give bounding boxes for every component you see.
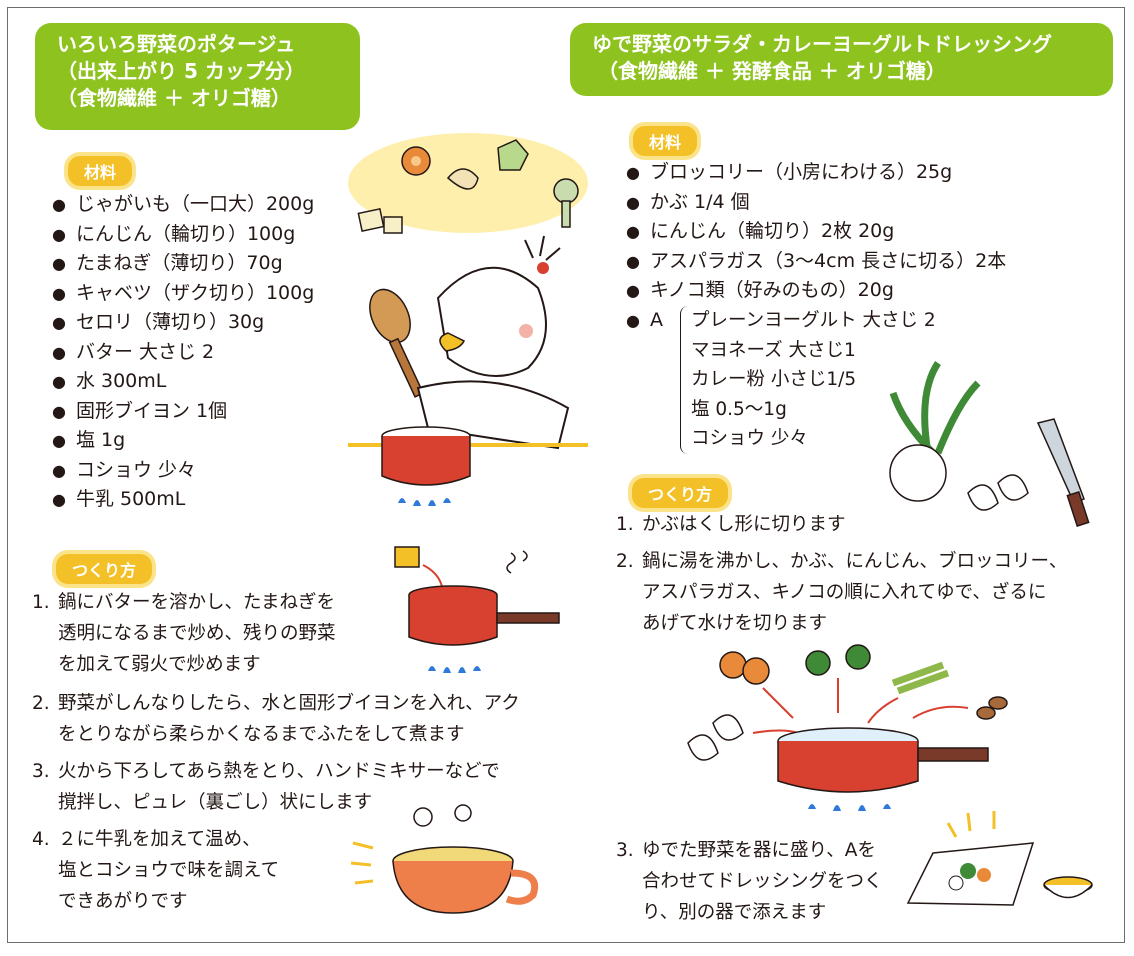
left-title-line: いろいろ野菜のポタージュ xyxy=(57,32,296,56)
soup-pot-illustration xyxy=(381,426,471,506)
ingredient-item: セロリ（薄切り）30g xyxy=(52,308,314,338)
a-label: A xyxy=(649,309,663,331)
step-text: かぶはくし形に切ります xyxy=(642,514,846,535)
step-item: 3. ゆでた野菜を器に盛り、Aを 合わせてドレッシングをつく り、別の器で添えます xyxy=(616,835,1067,928)
right-title-line: ゆで野菜のサラダ・カレーヨーグルトドレッシング xyxy=(592,32,1052,56)
step-text: ２に牛乳を加えて温め、 塩とコショウで味を調えて できあがりです xyxy=(58,829,280,912)
left-step-list: 1. 鍋にバターを溶かし、たまねぎを 透明になるまで炒め、残りの野菜 を加えて弱火… xyxy=(32,587,520,917)
step-text: 鍋に湯を沸かし、かぶ、にんじん、ブロッコリー、 アスパラガス、キノコの順に入れて… xyxy=(642,551,1068,634)
salad-plate-illustration xyxy=(906,811,1093,906)
step-item: 2. 鍋に湯を沸かし、かぶ、にんじん、ブロッコリー、 アスパラガス、キノコの順に入… xyxy=(616,546,1067,639)
butter-icon xyxy=(394,546,420,568)
right-recipe-title: ゆで野菜のサラダ・カレーヨーグルトドレッシング （食物繊維 ＋ 発酵食品 ＋ オ… xyxy=(570,23,1113,96)
step-item: 4. ２に牛乳を加えて温め、 塩とコショウで味を調えて できあがりです xyxy=(32,824,520,917)
step-text: 野菜がしんなりしたら、水と固形ブイヨンを入れ、アク をとりながら柔らかくなるまで… xyxy=(58,693,520,745)
right-title-line: （食物繊維 ＋ 発酵食品 ＋ オリゴ糖） xyxy=(598,59,946,83)
ingredient-item: にんじん（輪切り）2枚 20g xyxy=(626,217,1006,247)
bird-chef-illustration xyxy=(348,235,588,450)
step-number: 1. xyxy=(616,514,634,535)
ingredient-item: ブロッコリー（小房にわける）25g xyxy=(626,158,1006,188)
dressing-a-list: プレーンヨーグルト 大さじ 2 マヨネーズ 大さじ1 カレー粉 小さじ1/5 塩… xyxy=(680,306,936,454)
celery-icon xyxy=(553,178,579,228)
turnip-wedge-icon xyxy=(687,714,744,761)
flame-icon xyxy=(428,666,481,673)
dressing-item: 塩 0.5〜1g xyxy=(691,398,787,420)
step-number: 1. xyxy=(32,592,50,613)
onion-slice-icon xyxy=(446,168,479,190)
ingredient-item: 固形ブイヨン 1個 xyxy=(52,397,314,427)
step-text: ゆでた野菜を器に盛り、Aを 合わせてドレッシングをつく り、別の器で添えます xyxy=(642,840,883,923)
butter-saucepan-illustration xyxy=(394,546,560,673)
left-ingredients-badge: 材料 xyxy=(68,156,133,186)
left-title-line: （食物繊維 ＋ オリゴ糖） xyxy=(57,86,291,110)
ingredient-item: にんじん（輪切り）100g xyxy=(52,220,314,250)
ingredient-item: じゃがいも（一口大）200g xyxy=(52,190,314,220)
ingredient-item: たまねぎ（薄切り）70g xyxy=(52,249,314,279)
a-key: ●A xyxy=(626,309,663,331)
ingredient-item: キノコ類（好みのもの）20g xyxy=(626,276,1006,306)
soup-cup-illustration xyxy=(350,804,539,914)
turnip-icon xyxy=(889,444,947,502)
potato-icon xyxy=(357,208,403,234)
carrot-slice-icon xyxy=(719,651,770,685)
ingredient-item: コショウ 少々 xyxy=(52,456,314,486)
flame-icon xyxy=(398,498,451,506)
flying-vegetables-illustration xyxy=(348,133,588,234)
asparagus-icon xyxy=(891,661,950,695)
turnip-wedge-icon xyxy=(967,474,1029,511)
ingredient-item: アスパラガス（3〜4cm 長さに切る）2本 xyxy=(626,247,1006,277)
turnip-knife-illustration xyxy=(889,361,1090,528)
step-item: 3. 火から下ろしてあら熱をとり、ハンドミキサーなどで 撹拌し、ピュレ（裏ごし）状… xyxy=(32,756,520,818)
left-recipe-title: いろいろ野菜のポタージュ （出来上がり 5 カップ分） （食物繊維 ＋ オリゴ糖… xyxy=(35,23,360,130)
knife-icon xyxy=(1036,418,1090,528)
left-title-line: （出来上がり 5 カップ分） xyxy=(57,59,305,83)
steam-icon xyxy=(506,550,528,574)
steam-icon xyxy=(413,804,472,827)
step-number: 2. xyxy=(616,551,634,572)
dressing-item: プレーンヨーグルト 大さじ 2 xyxy=(691,310,936,331)
boiling-vegetables-illustration xyxy=(687,644,1008,811)
recipe-card: いろいろ野菜のポタージュ （出来上がり 5 カップ分） （食物繊維 ＋ オリゴ糖… xyxy=(7,7,1125,943)
left-method-badge: つくり方 xyxy=(56,554,153,584)
dressing-bowl-icon xyxy=(1043,876,1093,899)
ingredient-item: 塩 1g xyxy=(52,426,314,456)
cabbage-icon xyxy=(497,139,529,171)
ingredient-item: かぶ 1/4 個 xyxy=(626,188,1006,218)
ingredient-item: 牛乳 500mL xyxy=(52,485,314,515)
left-ingredient-list: じゃがいも（一口大）200g にんじん（輪切り）100g たまねぎ（薄切り）70… xyxy=(52,190,314,515)
right-step-list: 1. かぶはくし形に切ります 2. 鍋に湯を沸かし、かぶ、にんじん、ブロッコリー、 … xyxy=(616,509,1067,928)
flame-icon xyxy=(808,804,891,811)
step-number: 4. xyxy=(32,829,50,850)
step-item: 1. 鍋にバターを溶かし、たまねぎを 透明になるまで炒め、残りの野菜 を加えて弱火… xyxy=(32,587,520,680)
spoon-icon xyxy=(369,288,425,398)
broccoli-icon xyxy=(805,644,871,676)
step-number: 3. xyxy=(616,840,634,861)
right-ingredients-badge: 材料 xyxy=(633,126,698,156)
step-item: 1. かぶはくし形に切ります xyxy=(616,509,1067,540)
ingredient-item: キャベツ（ザク切り）100g xyxy=(52,279,314,309)
ingredient-item: 水 300mL xyxy=(52,367,314,397)
right-ingredient-list: ブロッコリー（小房にわける）25g かぶ 1/4 個 にんじん（輪切り）2枚 2… xyxy=(626,158,1006,306)
ingredient-item: バター 大さじ 2 xyxy=(52,338,314,368)
step-item: 2. 野菜がしんなりしたら、水と固形ブイヨンを入れ、アク をとりながら柔らかくなる… xyxy=(32,688,520,750)
mushroom-icon xyxy=(976,696,1008,720)
step-text: 火から下ろしてあら熱をとり、ハンドミキサーなどで 撹拌し、ピュレ（裏ごし）状にし… xyxy=(58,761,500,813)
dressing-item: カレー粉 小さじ1/5 xyxy=(691,369,857,390)
step-number: 3. xyxy=(32,761,50,782)
dressing-item: マヨネーズ 大さじ1 xyxy=(691,339,856,361)
right-method-badge: つくり方 xyxy=(632,478,729,508)
dressing-item: コショウ 少々 xyxy=(691,428,808,449)
carrot-slice-icon xyxy=(401,146,431,176)
step-text: 鍋にバターを溶かし、たまねぎを 透明になるまで炒め、残りの野菜 を加えて弱火で炒… xyxy=(58,592,336,675)
step-number: 2. xyxy=(32,693,50,714)
